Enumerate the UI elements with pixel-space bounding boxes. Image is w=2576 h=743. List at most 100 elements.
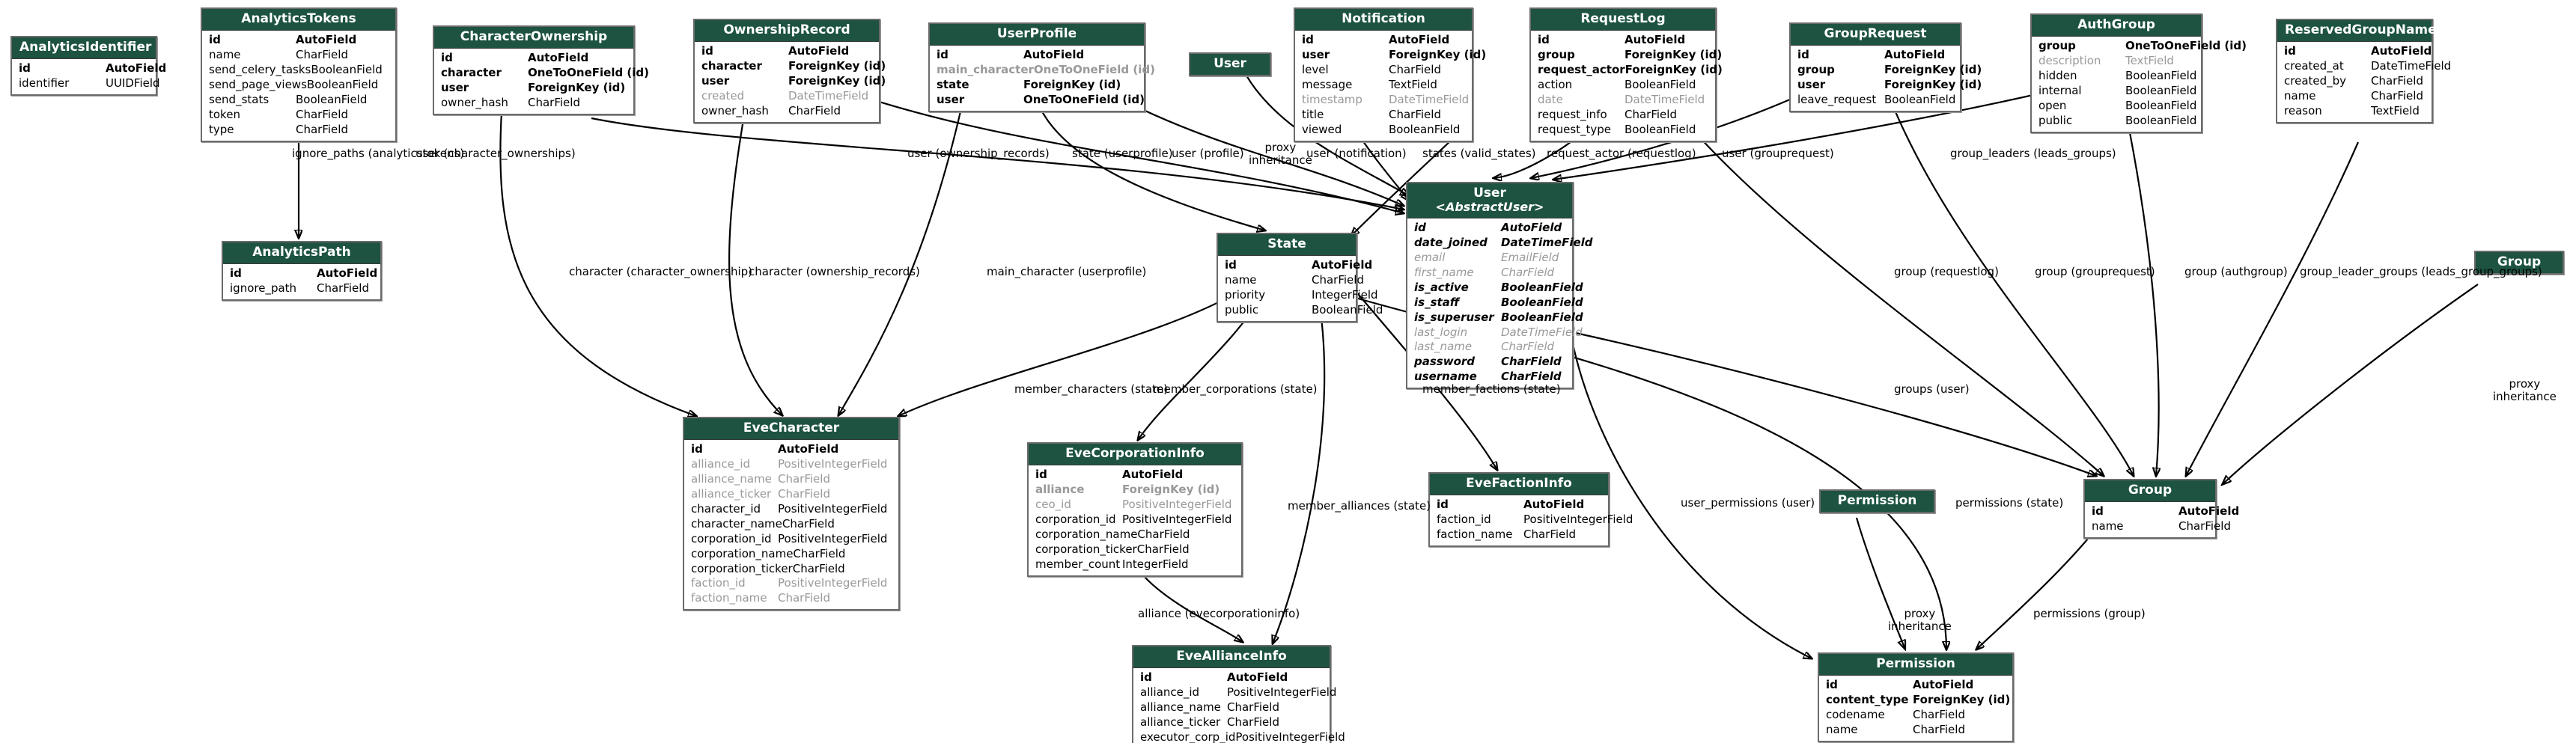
field-name: description xyxy=(2038,53,2101,67)
field-type: CharField xyxy=(788,103,841,117)
model-name: Permission xyxy=(1876,656,1955,671)
field-name: corporation_ticker xyxy=(691,561,793,575)
model-table-permission_plain[interactable]: Permission xyxy=(1819,489,1935,514)
field-name: identifier xyxy=(19,76,70,90)
field-name: character xyxy=(441,65,502,79)
field-type: PositiveIntegerField xyxy=(778,501,888,516)
field-name: character xyxy=(701,58,762,73)
field-name: id xyxy=(441,51,453,65)
model-field-row: first_name CharField xyxy=(1407,266,1572,281)
field-name: first_name xyxy=(1414,265,1474,279)
edge-label: member_characters (state) xyxy=(1014,382,1168,396)
field-name: owner_hash xyxy=(441,95,508,109)
field-type: CharField xyxy=(1501,265,1555,279)
field-name: id xyxy=(230,266,242,281)
field-name: group xyxy=(1797,62,1835,76)
field-type: BooleanField xyxy=(306,77,379,91)
model-title: EveCharacter xyxy=(684,418,898,441)
field-type: CharField xyxy=(296,47,348,61)
model-name: EveCharacter xyxy=(743,421,840,435)
field-type: ForeignKey (id) xyxy=(1023,77,1121,91)
field-name: id xyxy=(1538,33,1550,47)
field-type: BooleanField xyxy=(2125,68,2197,82)
field-name: content_type xyxy=(1826,692,1909,706)
model-name: CharacterOwnership xyxy=(460,29,608,44)
model-name: State xyxy=(1267,236,1306,251)
model-name: Group xyxy=(2497,254,2542,269)
field-type: PositiveIntegerField xyxy=(1122,497,1232,511)
field-name: message xyxy=(1302,77,1353,91)
field-type: CharField xyxy=(778,486,830,501)
model-name: AnalyticsPath xyxy=(252,245,351,260)
field-type: TextField xyxy=(2125,53,2174,67)
model-table-group_plain[interactable]: Group xyxy=(2474,251,2564,275)
field-type: PositiveIntegerField xyxy=(1227,685,1337,699)
field-type: ForeignKey (id) xyxy=(1884,77,1982,91)
field-type: CharField xyxy=(528,95,580,109)
field-name: id xyxy=(1414,220,1426,234)
model-title: GroupRequest xyxy=(1791,24,1960,46)
field-type: AutoField xyxy=(1389,33,1450,47)
model-title: Permission xyxy=(1819,654,2012,676)
field-name: date_joined xyxy=(1414,235,1488,249)
field-type: ForeignKey (id) xyxy=(1884,62,1982,76)
model-name: ReservedGroupName xyxy=(2285,22,2437,37)
field-type: BooleanField xyxy=(1501,280,1583,294)
field-type: AutoField xyxy=(1023,48,1085,62)
field-name: group xyxy=(1538,47,1575,61)
model-table-user_small[interactable]: User xyxy=(1189,52,1271,77)
field-type: BooleanField xyxy=(1501,295,1583,309)
field-type: PositiveIntegerField xyxy=(1122,512,1232,526)
field-name: name xyxy=(1225,272,1257,287)
field-type: AutoField xyxy=(1884,48,1946,62)
model-title: Group xyxy=(2476,252,2563,274)
field-type: CharField xyxy=(1523,527,1576,541)
field-type: ForeignKey (id) xyxy=(1913,692,2011,706)
edge-label: user (notification) xyxy=(1306,147,1407,160)
